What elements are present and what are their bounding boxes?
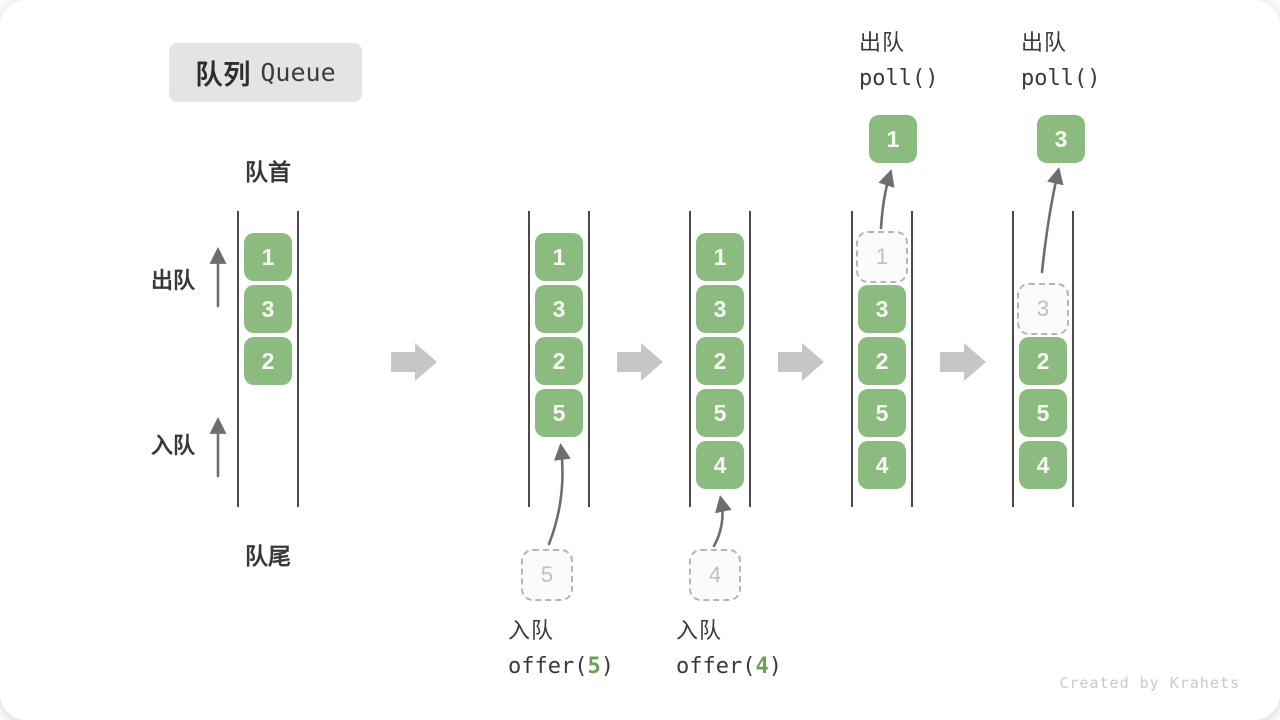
queue-slot-box: 2 (696, 337, 744, 385)
queue-slot-box: 5 (1019, 389, 1067, 437)
code-argument: 4 (755, 654, 769, 679)
queue-wall-right (1072, 211, 1074, 507)
queue-wall-right (911, 211, 913, 507)
queue-slot-box: 5 (696, 389, 744, 437)
queue-slot-box: 1 (244, 233, 292, 281)
enqueue-arrow-offer4-icon (712, 495, 732, 548)
title-zh: 队列 (195, 60, 252, 90)
queue-slot-box: 2 (1019, 337, 1067, 385)
queue-wall-right (297, 211, 299, 507)
popped-element-box: 3 (1037, 115, 1085, 163)
title-badge: 队列 Queue (169, 43, 362, 102)
incoming-element-box: 4 (689, 549, 741, 601)
code-prefix: offer( (508, 654, 588, 679)
operation-action: 入队 (676, 618, 723, 643)
queue-slot-box: 2 (535, 337, 583, 385)
operation-code: poll() (1021, 66, 1101, 91)
queue-slot-box-dashed: 3 (1017, 283, 1069, 335)
queue-slot-box: 3 (696, 285, 744, 333)
operation-label-poll-1: 出队 poll() (859, 28, 938, 94)
queue-wall-left (1012, 211, 1014, 507)
dequeue-arrow-poll1-icon (878, 169, 895, 230)
operation-code: offer(5) (508, 652, 614, 682)
queue-rear-label: 队尾 (245, 543, 291, 569)
queue-front-label: 队首 (245, 159, 291, 185)
code-argument: 5 (587, 654, 601, 679)
right-block-arrow-icon (940, 343, 986, 381)
title-en: Queue (260, 58, 336, 87)
queue-slot-box: 2 (858, 337, 906, 385)
step-arrows-group (391, 343, 986, 381)
queue-slot-box: 5 (858, 389, 906, 437)
queue-slot-box: 1 (696, 233, 744, 281)
queue-wall-right (588, 211, 590, 507)
right-block-arrow-icon (778, 343, 824, 381)
queue-slot-box: 3 (858, 285, 906, 333)
operation-action: 入队 (508, 618, 555, 643)
queue-slot-box: 4 (1019, 441, 1067, 489)
queue-slot-box-dashed: 1 (856, 231, 908, 283)
popped-element-box: 1 (869, 115, 917, 163)
queue-slot-box: 1 (535, 233, 583, 281)
incoming-element-box: 5 (521, 549, 573, 601)
operation-code: offer(4) (676, 652, 782, 682)
operation-label-offer-4: 入队 offer(4) (676, 616, 782, 682)
dequeue-arrow-poll3-icon (1040, 167, 1064, 274)
queue-wall-right (749, 211, 751, 507)
operation-label-poll-2: 出队 poll() (1021, 28, 1100, 94)
code-suffix: ) (600, 654, 614, 679)
code-prefix: offer( (676, 654, 756, 679)
queue-slot-box: 5 (535, 389, 583, 437)
queue-slot-box: 3 (535, 285, 583, 333)
right-block-arrow-icon (391, 343, 437, 381)
dequeue-side-label: 出队 (151, 268, 196, 293)
watermark: Created by Krahets (1059, 674, 1240, 692)
queue-slot-box: 3 (244, 285, 292, 333)
code-suffix: ) (768, 654, 782, 679)
queue-wall-left (689, 211, 691, 507)
operation-label-offer-5: 入队 offer(5) (508, 616, 614, 682)
enqueue-arrow-offer5-icon (547, 442, 571, 546)
operation-action: 出队 (859, 30, 906, 55)
operation-code: poll() (859, 66, 939, 91)
right-block-arrow-icon (617, 343, 663, 381)
operation-action: 出队 (1021, 30, 1068, 55)
enqueue-side-label: 入队 (151, 433, 196, 458)
queue-slot-box: 2 (244, 337, 292, 385)
queue-slot-box: 4 (858, 441, 906, 489)
queue-slot-box: 4 (696, 441, 744, 489)
queue-wall-left (851, 211, 853, 507)
queue-wall-left (528, 211, 530, 507)
queue-wall-left (237, 211, 239, 507)
